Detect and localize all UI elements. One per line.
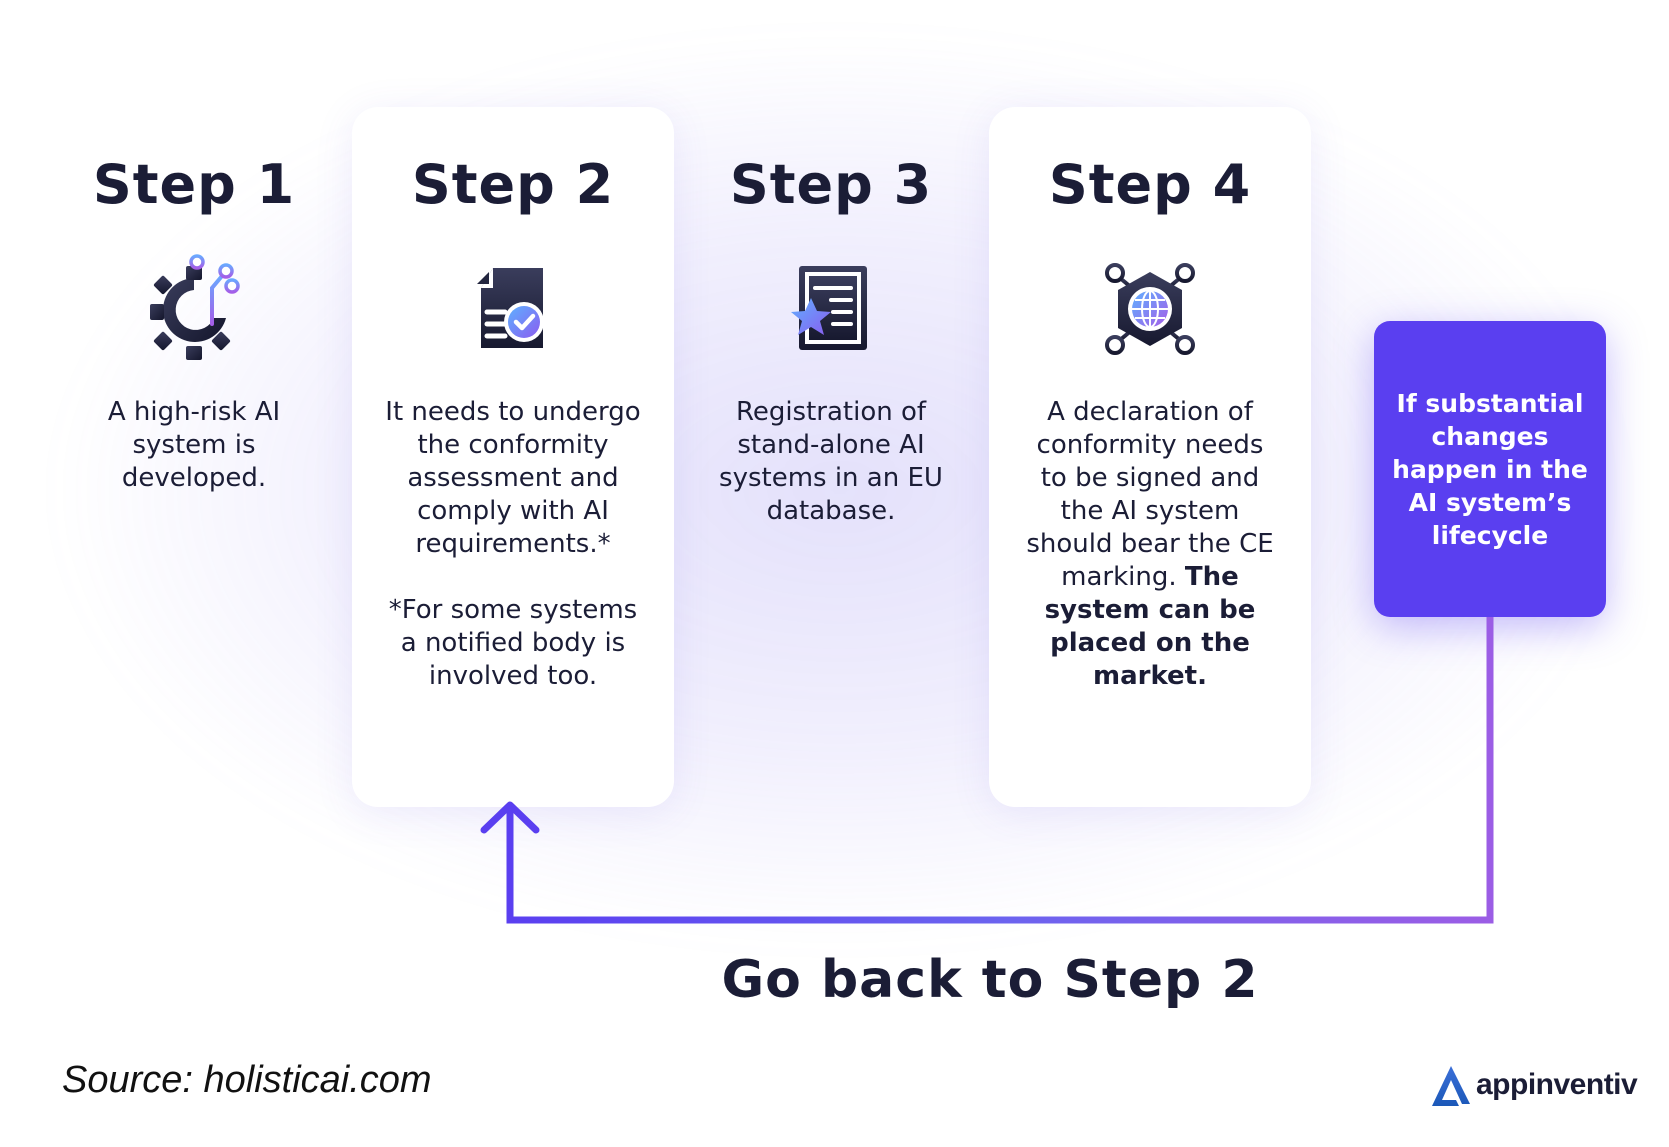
appinventiv-logo-icon	[1432, 1066, 1470, 1106]
brand-logo: appinventiv	[1428, 1060, 1638, 1110]
step-4-bold-text: The system can be placed on the market.	[1044, 562, 1256, 691]
step-2-note-text: *For some systems a notified body is inv…	[388, 595, 638, 691]
step-4-column: Step 4	[989, 150, 1311, 693]
step-2-card	[352, 107, 674, 807]
lifecycle-condition-box: If substantial changes happen in the AI …	[1374, 321, 1606, 617]
arrow-head-icon	[480, 801, 540, 834]
step-2-title: Step 2	[411, 153, 615, 216]
step-3-title: Step 3	[729, 153, 933, 216]
step-4-card	[989, 107, 1311, 807]
step-4-desc-text: A declaration of conformity needs to be …	[1026, 397, 1274, 592]
step-1-title: Step 1	[92, 153, 296, 216]
globe-hexagon-icon	[1105, 263, 1195, 355]
step-4-title: Step 4	[1048, 153, 1252, 216]
step-3-description: Registration of stand-alone AI systems i…	[701, 396, 961, 528]
go-back-label: Go back to Step 2	[721, 950, 1259, 1010]
step-1-description: A high-risk AI system is developed.	[64, 396, 324, 495]
step-2-desc-text: It needs to undergo the conformity asses…	[385, 397, 641, 559]
step-1-column: Step 1	[33, 150, 355, 495]
source-caption: Source: holisticai.com	[62, 1059, 432, 1101]
lifecycle-text: If substantial changes happen in the AI …	[1392, 388, 1588, 550]
document-check-icon	[477, 268, 544, 348]
registry-document-star-icon	[791, 266, 867, 350]
step-2-description: It needs to undergo the conformity asses…	[383, 396, 643, 693]
gear-circuit-icon	[150, 254, 240, 360]
background-glow	[60, 40, 1620, 940]
step-3-column: Step 3 Registration of stand-alone AI sy…	[670, 150, 992, 528]
step-3-desc-text: Registration of stand-alone AI systems i…	[719, 397, 943, 526]
step-4-description: A declaration of conformity needs to be …	[1020, 396, 1280, 693]
step-1-desc-text: A high-risk AI system is developed.	[107, 397, 281, 493]
step-2-column: Step 2 It needs to undergo the conformit…	[352, 150, 674, 693]
brand-name: appinventiv	[1476, 1068, 1638, 1101]
